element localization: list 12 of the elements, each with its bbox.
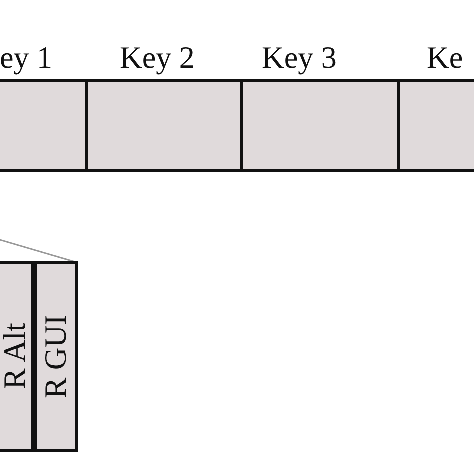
- key-heading: Key 3: [262, 40, 337, 76]
- key-label: R GUI: [40, 314, 72, 398]
- key-cell: [240, 79, 400, 172]
- key-cell: [0, 261, 34, 452]
- key-heading: Ke: [427, 40, 464, 76]
- key-label: R Alt: [0, 323, 31, 390]
- key-cell: [34, 261, 78, 452]
- key-cell: [85, 79, 243, 172]
- key-heading: ey 1: [0, 40, 53, 76]
- key-cell: [397, 79, 474, 172]
- key-cell: [0, 79, 88, 172]
- key-heading: Key 2: [120, 40, 195, 76]
